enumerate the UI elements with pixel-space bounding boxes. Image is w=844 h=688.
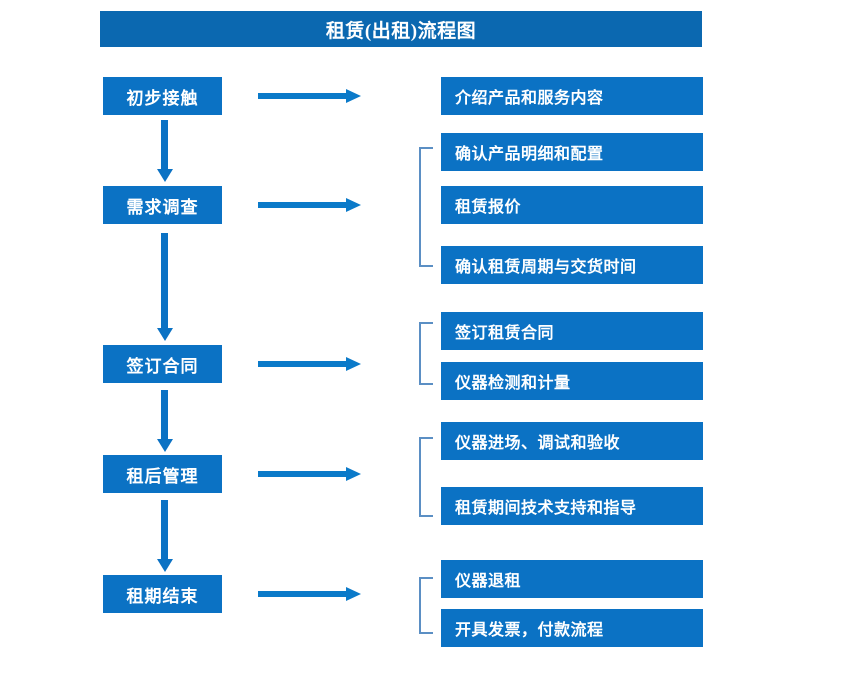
arrow-shaft [161, 120, 168, 169]
detail-box-3[interactable]: 租赁报价 [441, 186, 703, 224]
stage-to-details-arrow-5 [258, 585, 363, 603]
arrow-shaft [258, 471, 348, 477]
stage-connector-arrow-2 [156, 233, 174, 341]
detail-box-10[interactable]: 开具发票，付款流程 [441, 609, 703, 647]
detail-box-6[interactable]: 仪器检测和计量 [441, 362, 703, 400]
stage-connector-arrow-3 [156, 390, 174, 452]
arrow-head [346, 587, 361, 601]
detail-box-5[interactable]: 签订租赁合同 [441, 312, 703, 350]
group-bracket-4 [419, 437, 433, 517]
arrow-shaft [258, 202, 348, 208]
arrow-head [157, 169, 173, 182]
diagram-title: 租赁(出租)流程图 [100, 11, 702, 47]
group-bracket-3 [419, 322, 433, 385]
stage-box-5[interactable]: 租期结束 [103, 575, 222, 613]
stage-to-details-arrow-3 [258, 355, 363, 373]
arrow-head [346, 89, 361, 103]
detail-box-2[interactable]: 确认产品明细和配置 [441, 133, 703, 171]
stage-box-3[interactable]: 签订合同 [103, 345, 222, 383]
arrow-head [157, 328, 173, 341]
arrow-shaft [161, 390, 168, 439]
group-bracket-2 [419, 147, 433, 267]
detail-box-8[interactable]: 租赁期间技术支持和指导 [441, 487, 703, 525]
arrow-head [346, 467, 361, 481]
stage-to-details-arrow-2 [258, 196, 363, 214]
detail-box-7[interactable]: 仪器进场、调试和验收 [441, 422, 703, 460]
arrow-shaft [161, 500, 168, 559]
group-bracket-5 [419, 577, 433, 634]
detail-box-9[interactable]: 仪器退租 [441, 560, 703, 598]
arrow-shaft [258, 591, 348, 597]
arrow-head [346, 198, 361, 212]
arrow-head [157, 559, 173, 572]
detail-box-1[interactable]: 介绍产品和服务内容 [441, 77, 703, 115]
stage-to-details-arrow-4 [258, 465, 363, 483]
stage-box-1[interactable]: 初步接触 [103, 77, 222, 115]
arrow-shaft [258, 93, 348, 99]
stage-box-2[interactable]: 需求调查 [103, 186, 222, 224]
arrow-head [157, 439, 173, 452]
stage-connector-arrow-4 [156, 500, 174, 572]
arrow-shaft [258, 361, 348, 367]
arrow-shaft [161, 233, 168, 328]
detail-box-4[interactable]: 确认租赁周期与交货时间 [441, 246, 703, 284]
stage-to-details-arrow-1 [258, 87, 363, 105]
stage-box-4[interactable]: 租后管理 [103, 455, 222, 493]
arrow-head [346, 357, 361, 371]
stage-connector-arrow-1 [156, 120, 174, 182]
